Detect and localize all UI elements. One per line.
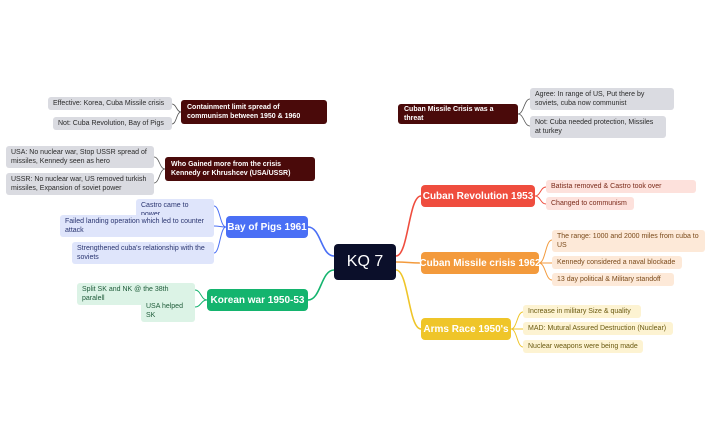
link-arms-3 [510,328,524,348]
link-center-cuban-revolution [395,195,422,257]
topic-who-gained[interactable]: Who Gained more from the crisis Kennedy … [165,157,315,182]
leaf-mad[interactable]: MAD: Mutural Assured Destruction (Nuclea… [523,322,673,336]
topic-containment[interactable]: Containment limit spread of communism be… [181,100,327,125]
branch-arms-race[interactable]: Arms Race 1950's [421,318,511,340]
leaf-failed-landing[interactable]: Failed landing operation which led to co… [60,215,214,238]
branch-cuban-revolution[interactable]: Cuban Revolution 1953 [421,185,535,207]
central-topic[interactable]: KQ 7 [334,244,396,280]
leaf-batista-removed[interactable]: Batista removed & Castro took over [546,180,696,194]
link-thr-2 [517,113,531,127]
leaf-38th-parallel[interactable]: Split SK and NK @ the 38th paralell [77,283,195,306]
leaf-13-day-standoff[interactable]: 13 day political & Military standoff [552,273,674,287]
leaf-changed-to-communism[interactable]: Changed to communism [546,197,634,211]
link-who-2 [153,168,166,184]
link-cont-2 [171,111,182,125]
leaf-range-miles[interactable]: The range: 1000 and 2000 miles from cuba… [552,230,705,253]
link-who-1 [153,156,166,170]
link-rev-2 [534,195,547,205]
topic-missile-threat[interactable]: Cuban Missile Crisis was a threat [398,104,518,124]
link-bay-1 [213,205,227,228]
branch-korean-war[interactable]: Korean war 1950-53 [207,289,308,311]
link-arms-1 [510,311,524,330]
leaf-threat-not[interactable]: Not: Cuba needed protection, Missiles at… [530,116,666,139]
branch-cuban-missile-crisis[interactable]: Cuban Missile crisis 1962 [419,252,541,274]
link-bay-3 [213,226,227,254]
link-kor-2 [194,299,208,308]
leaf-containment-effective[interactable]: Effective: Korea, Cuba Missile crisis [48,97,172,111]
link-center-bay-of-pigs [307,226,335,257]
leaf-threat-agree[interactable]: Agree: In range of US, Put there by sovi… [530,88,674,111]
link-center-korean-war [307,269,335,301]
leaf-naval-blockade[interactable]: Kennedy considered a naval blockade [552,256,682,270]
link-center-cuban-missile [395,261,422,264]
leaf-strengthened-relationship[interactable]: Strengthened cuba's relationship with th… [72,242,214,265]
link-kor-1 [194,289,208,301]
leaf-containment-not[interactable]: Not: Cuba Revolution, Bay of Pigs [53,117,172,131]
leaf-ussr-gained[interactable]: USSR: No nuclear war, US removed turkish… [6,173,154,196]
link-cont-1 [171,103,182,113]
leaf-military-size[interactable]: Increase in military Size & quality [523,305,641,319]
leaf-nuclear-weapons[interactable]: Nuclear weapons were being made [523,340,643,354]
link-thr-1 [517,98,531,115]
link-rev-1 [534,186,547,197]
link-mis-3 [538,262,553,281]
leaf-usa-helped-sk[interactable]: USA helped SK [141,300,195,323]
link-mis-1 [538,239,553,264]
branch-bay-of-pigs[interactable]: Bay of Pigs 1961 [226,216,308,238]
leaf-usa-gained[interactable]: USA: No nuclear war, Stop USSR spread of… [6,146,154,169]
link-center-arms-race [395,269,422,330]
